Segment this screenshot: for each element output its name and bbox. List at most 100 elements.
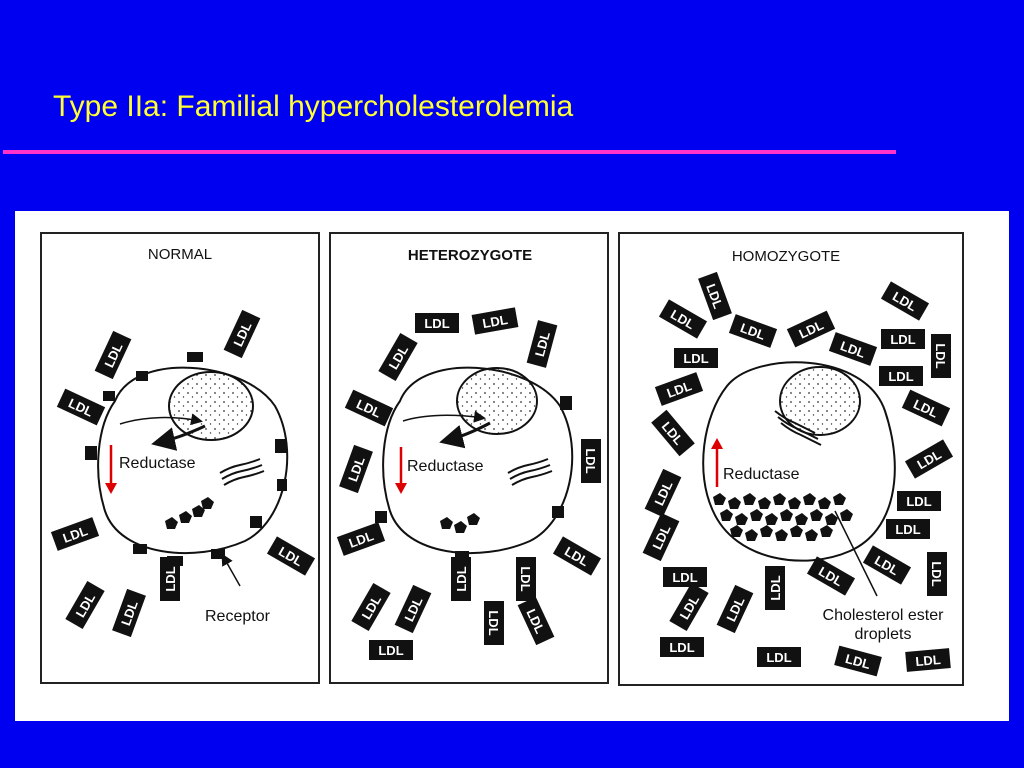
panel-label: HOMOZYGOTE xyxy=(732,248,840,265)
ldl-particle-body xyxy=(644,468,682,518)
ldl-particle-body xyxy=(658,299,708,339)
ldl-particle-label: LDL xyxy=(424,316,449,331)
ldl-particle: LDL xyxy=(834,645,882,677)
ldl-particle: LDL xyxy=(339,444,373,494)
slide-title: Type IIa: Familial hypercholesterolemia xyxy=(53,90,574,123)
cholesterol-droplets xyxy=(713,493,853,541)
ldl-particle-label: LDL xyxy=(532,330,553,358)
endoplasmic-reticulum xyxy=(507,458,553,486)
ldl-particle: LDL xyxy=(698,271,732,321)
ldl-particle: LDL xyxy=(728,314,778,348)
ldl-particle-label: LDL xyxy=(518,566,533,591)
ldl-particle-body xyxy=(112,588,146,638)
cholesterol-droplets xyxy=(165,497,214,529)
ldl-particle: LDL xyxy=(336,522,386,556)
ldl-particle-label: LDL xyxy=(933,343,948,368)
ldl-particles: LDL LDL LDL LDL LDL LDL LDL LDL LDL LDL … xyxy=(642,271,954,677)
cholesterol-droplets xyxy=(440,513,480,533)
ldl-particle: LDL xyxy=(905,648,951,672)
ldl-particle: LDL xyxy=(897,491,941,511)
ldl-particle-body xyxy=(663,567,707,587)
ldl-particle: LDL xyxy=(50,517,100,551)
ldl-particle: LDL xyxy=(806,556,856,596)
ldl-particle-body xyxy=(904,439,954,479)
ldl-particle-label: LDL xyxy=(378,643,403,658)
ldl-particle: LDL xyxy=(369,640,413,660)
ldl-particle-body xyxy=(526,320,558,368)
receptor-label: Receptor xyxy=(205,608,271,625)
panel-homozygote: HOMOZYGOTE Reductase xyxy=(618,232,964,686)
cell-nucleus xyxy=(168,371,254,441)
ldl-particle-label: LDL xyxy=(486,610,501,635)
ldl-particle: LDL xyxy=(223,309,261,359)
diagram-svg: NORMAL Reductase xyxy=(40,232,964,686)
ldl-particle-body xyxy=(552,536,602,576)
reductase-label: Reductase xyxy=(723,466,800,483)
ldl-particle-body xyxy=(828,332,878,366)
reductase-decrease-arrowhead xyxy=(395,483,407,494)
reductase-decrease-arrowhead xyxy=(105,483,117,494)
ldl-particle-body xyxy=(728,314,778,348)
ldl-particle-body xyxy=(642,512,680,562)
ldl-particle-body xyxy=(394,584,432,634)
cell-nucleus xyxy=(779,366,861,436)
ldl-particle-label: LDL xyxy=(929,561,944,586)
ldl-particle-body xyxy=(651,409,695,457)
ldl-particle-body xyxy=(415,313,459,333)
feedback-arrow xyxy=(151,424,206,451)
feedback-arrow xyxy=(439,421,491,449)
ldl-particle: LDL xyxy=(471,307,519,335)
ldl-particle-label: LDL xyxy=(683,351,708,366)
ldl-particle: LDL xyxy=(660,637,704,657)
ldl-particle: LDL xyxy=(581,439,601,483)
ldl-particle-body xyxy=(880,281,930,321)
ldl-particle: LDL xyxy=(757,647,801,667)
ldl-particle-body xyxy=(669,582,709,632)
ldl-particle-body xyxy=(786,310,836,348)
diagram-figure: NORMAL Reductase xyxy=(15,211,1009,721)
panel-heterozygote: HETEROZYGOTE Reductase LDL xyxy=(329,232,609,684)
ldl-particle: LDL xyxy=(904,439,954,479)
ldl-particle-body xyxy=(862,545,912,585)
ldl-particle: LDL xyxy=(881,329,925,349)
ldl-particle-body xyxy=(897,491,941,511)
ldl-particle-body xyxy=(369,640,413,660)
ldl-particle-body xyxy=(351,582,391,632)
ldl-particle-label: LDL xyxy=(890,332,915,347)
ldl-particle-body xyxy=(160,557,180,601)
ldl-particle-label: LDL xyxy=(454,566,469,591)
ldl-particle-body xyxy=(931,334,951,378)
cell-nucleus xyxy=(456,367,538,435)
ldl-particle: LDL xyxy=(658,299,708,339)
ldl-particle-body xyxy=(765,566,785,610)
ldl-particle: LDL xyxy=(112,588,146,638)
ldl-uptake-arrow xyxy=(119,413,203,426)
ldl-particle-label: LDL xyxy=(669,640,694,655)
ldl-particle-label: LDL xyxy=(672,570,697,585)
ldl-particle: LDL xyxy=(526,320,558,368)
ldl-particle-label: LDL xyxy=(844,651,872,672)
ldl-particle-body xyxy=(927,552,947,596)
ldl-particle-body xyxy=(516,557,536,601)
ldl-particle: LDL xyxy=(663,567,707,587)
ldl-particle-label: LDL xyxy=(768,575,783,600)
panel-label: HETEROZYGOTE xyxy=(408,247,532,264)
ldl-particle-label: LDL xyxy=(163,566,178,591)
ldl-particle: LDL xyxy=(654,372,704,406)
ldl-particle: LDL xyxy=(516,557,536,601)
ldl-particle-body xyxy=(757,647,801,667)
ldl-particle-body xyxy=(654,372,704,406)
ldl-uptake-arrow xyxy=(402,410,486,423)
ldl-particle-body xyxy=(471,307,519,335)
ldl-particle-label: LDL xyxy=(888,369,913,384)
ldl-particle-body xyxy=(881,329,925,349)
ldl-particle: LDL xyxy=(415,313,459,333)
ldl-particle-label: LDL xyxy=(766,650,791,665)
ldl-particle: LDL xyxy=(644,468,682,518)
ldl-particle-label: LDL xyxy=(895,522,920,537)
receptor-pointer-arrow xyxy=(221,553,241,587)
droplets-pointer-line xyxy=(834,510,878,597)
ldl-particle-body xyxy=(698,271,732,321)
panel-normal: NORMAL Reductase xyxy=(40,232,320,684)
ldl-particle-body xyxy=(660,637,704,657)
